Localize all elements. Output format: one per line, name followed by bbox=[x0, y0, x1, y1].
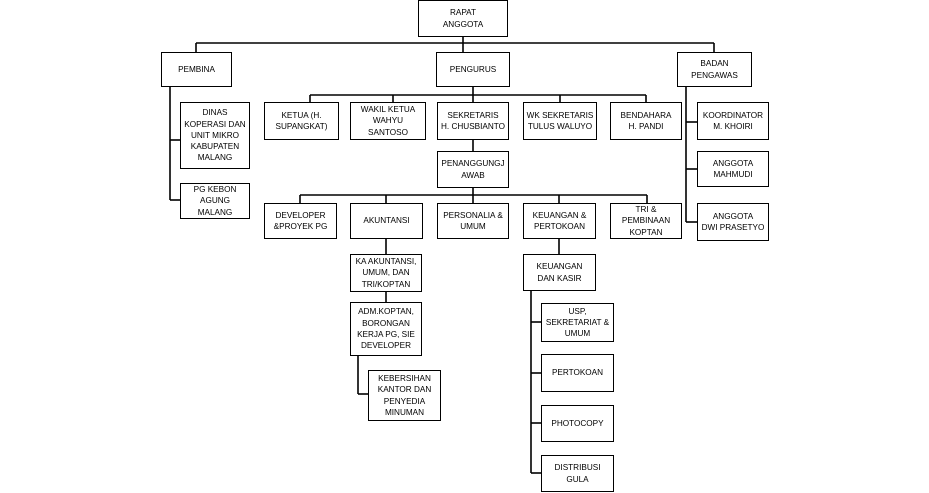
dinas-koperasi-label: DINAS KOPERASI DAN UNIT MIKRO KABUPATEN … bbox=[184, 108, 246, 163]
rapat-anggota-label: RAPAT ANGGOTA bbox=[442, 8, 484, 29]
pg-kebon-agung-box: PG KEBON AGUNG MALANG bbox=[180, 183, 250, 219]
developer-label: DEVELOPER &PROYEK PG bbox=[273, 210, 328, 231]
usp-label: USP, SEKRETARIAT & UMUM bbox=[545, 306, 610, 339]
pengurus-label: PENGURUS bbox=[449, 64, 497, 74]
anggota-mahmudi-label: ANGGOTA MAHMUDI bbox=[712, 158, 754, 179]
developer-box: DEVELOPER &PROYEK PG bbox=[264, 203, 337, 239]
pembina-box: PEMBINA bbox=[161, 52, 232, 87]
distribusi-gula-label: DISTRIBUSI GULA bbox=[554, 463, 601, 484]
tri-pembinaan-box: TRI & PEMBINAAN KOPTAN bbox=[610, 203, 682, 239]
akuntansi-label: AKUNTANSI bbox=[363, 216, 410, 226]
anggota-dwi-box: ANGGOTA DWI PRASETYO bbox=[697, 203, 769, 241]
ketua-label: KETUA (H. SUPANGKAT) bbox=[275, 110, 328, 131]
kebersihan-box: KEBERSIHAN KANTOR DAN PENYEDIA MINUMAN bbox=[368, 370, 441, 421]
pembina-label: PEMBINA bbox=[178, 64, 215, 74]
akuntansi-box: AKUNTANSI bbox=[350, 203, 423, 239]
wakil-ketua-label: WAKIL KETUA WAHYU SANTOSO bbox=[360, 105, 416, 137]
sekretaris-box: SEKRETARIS H. CHUSBIANTO bbox=[437, 102, 509, 140]
badan-pengawas-box: BADAN PENGAWAS bbox=[677, 52, 752, 87]
keuangan-pertokoan-box: KEUANGAN & PERTOKOAN bbox=[523, 203, 596, 239]
penanggung-jawab-label: PENANGGUNGJ AWAB bbox=[441, 159, 505, 180]
wakil-ketua-box: WAKIL KETUA WAHYU SANTOSO bbox=[350, 102, 426, 140]
tri-pembinaan-label: TRI & PEMBINAAN KOPTAN bbox=[621, 205, 671, 237]
keuangan-pertokoan-label: KEUANGAN & PERTOKOAN bbox=[532, 210, 587, 231]
ka-akuntansi-box: KA AKUNTANSI, UMUM, DAN TRI/KOPTAN bbox=[350, 254, 422, 292]
anggota-mahmudi-box: ANGGOTA MAHMUDI bbox=[697, 151, 769, 187]
bendahara-label: BENDAHARA H. PANDI bbox=[620, 110, 672, 131]
rapat-anggota-box: RAPAT ANGGOTA bbox=[418, 0, 508, 37]
pertokoan-label: PERTOKOAN bbox=[551, 368, 604, 378]
anggota-dwi-label: ANGGOTA DWI PRASETYO bbox=[701, 211, 765, 232]
dinas-koperasi-box: DINAS KOPERASI DAN UNIT MIKRO KABUPATEN … bbox=[180, 102, 250, 169]
usp-box: USP, SEKRETARIAT & UMUM bbox=[541, 303, 614, 342]
adm-koptan-box: ADM.KOPTAN, BORONGAN KERJA PG, SIE DEVEL… bbox=[350, 302, 422, 356]
adm-koptan-label: ADM.KOPTAN, BORONGAN KERJA PG, SIE DEVEL… bbox=[357, 307, 415, 351]
wk-sekretaris-box: WK SEKRETARIS TULUS WALUYO bbox=[523, 102, 597, 140]
personalia-box: PERSONALIA & UMUM bbox=[437, 203, 509, 239]
photocopy-box: PHOTOCOPY bbox=[541, 405, 614, 442]
sekretaris-label: SEKRETARIS H. CHUSBIANTO bbox=[441, 110, 505, 131]
wk-sekretaris-label: WK SEKRETARIS TULUS WALUYO bbox=[526, 110, 594, 131]
ketua-box: KETUA (H. SUPANGKAT) bbox=[264, 102, 339, 140]
kebersihan-label: KEBERSIHAN KANTOR DAN PENYEDIA MINUMAN bbox=[377, 373, 432, 417]
keuangan-kasir-label: KEUANGAN DAN KASIR bbox=[536, 262, 583, 283]
distribusi-gula-box: DISTRIBUSI GULA bbox=[541, 455, 614, 492]
pg-kebon-agung-label: PG KEBON AGUNG MALANG bbox=[193, 185, 237, 217]
badan-pengawas-label: BADAN PENGAWAS bbox=[691, 59, 738, 80]
pertokoan-box: PERTOKOAN bbox=[541, 354, 614, 392]
personalia-label: PERSONALIA & UMUM bbox=[443, 210, 503, 231]
penanggung-jawab-box: PENANGGUNGJ AWAB bbox=[437, 151, 509, 188]
photocopy-label: PHOTOCOPY bbox=[551, 418, 604, 428]
bendahara-box: BENDAHARA H. PANDI bbox=[610, 102, 682, 140]
koordinator-label: KOORDINATOR M. KHOIRI bbox=[702, 110, 764, 131]
keuangan-kasir-box: KEUANGAN DAN KASIR bbox=[523, 254, 596, 291]
ka-akuntansi-label: KA AKUNTANSI, UMUM, DAN TRI/KOPTAN bbox=[355, 257, 417, 289]
koordinator-box: KOORDINATOR M. KHOIRI bbox=[697, 102, 769, 140]
pengurus-box: PENGURUS bbox=[436, 52, 510, 87]
